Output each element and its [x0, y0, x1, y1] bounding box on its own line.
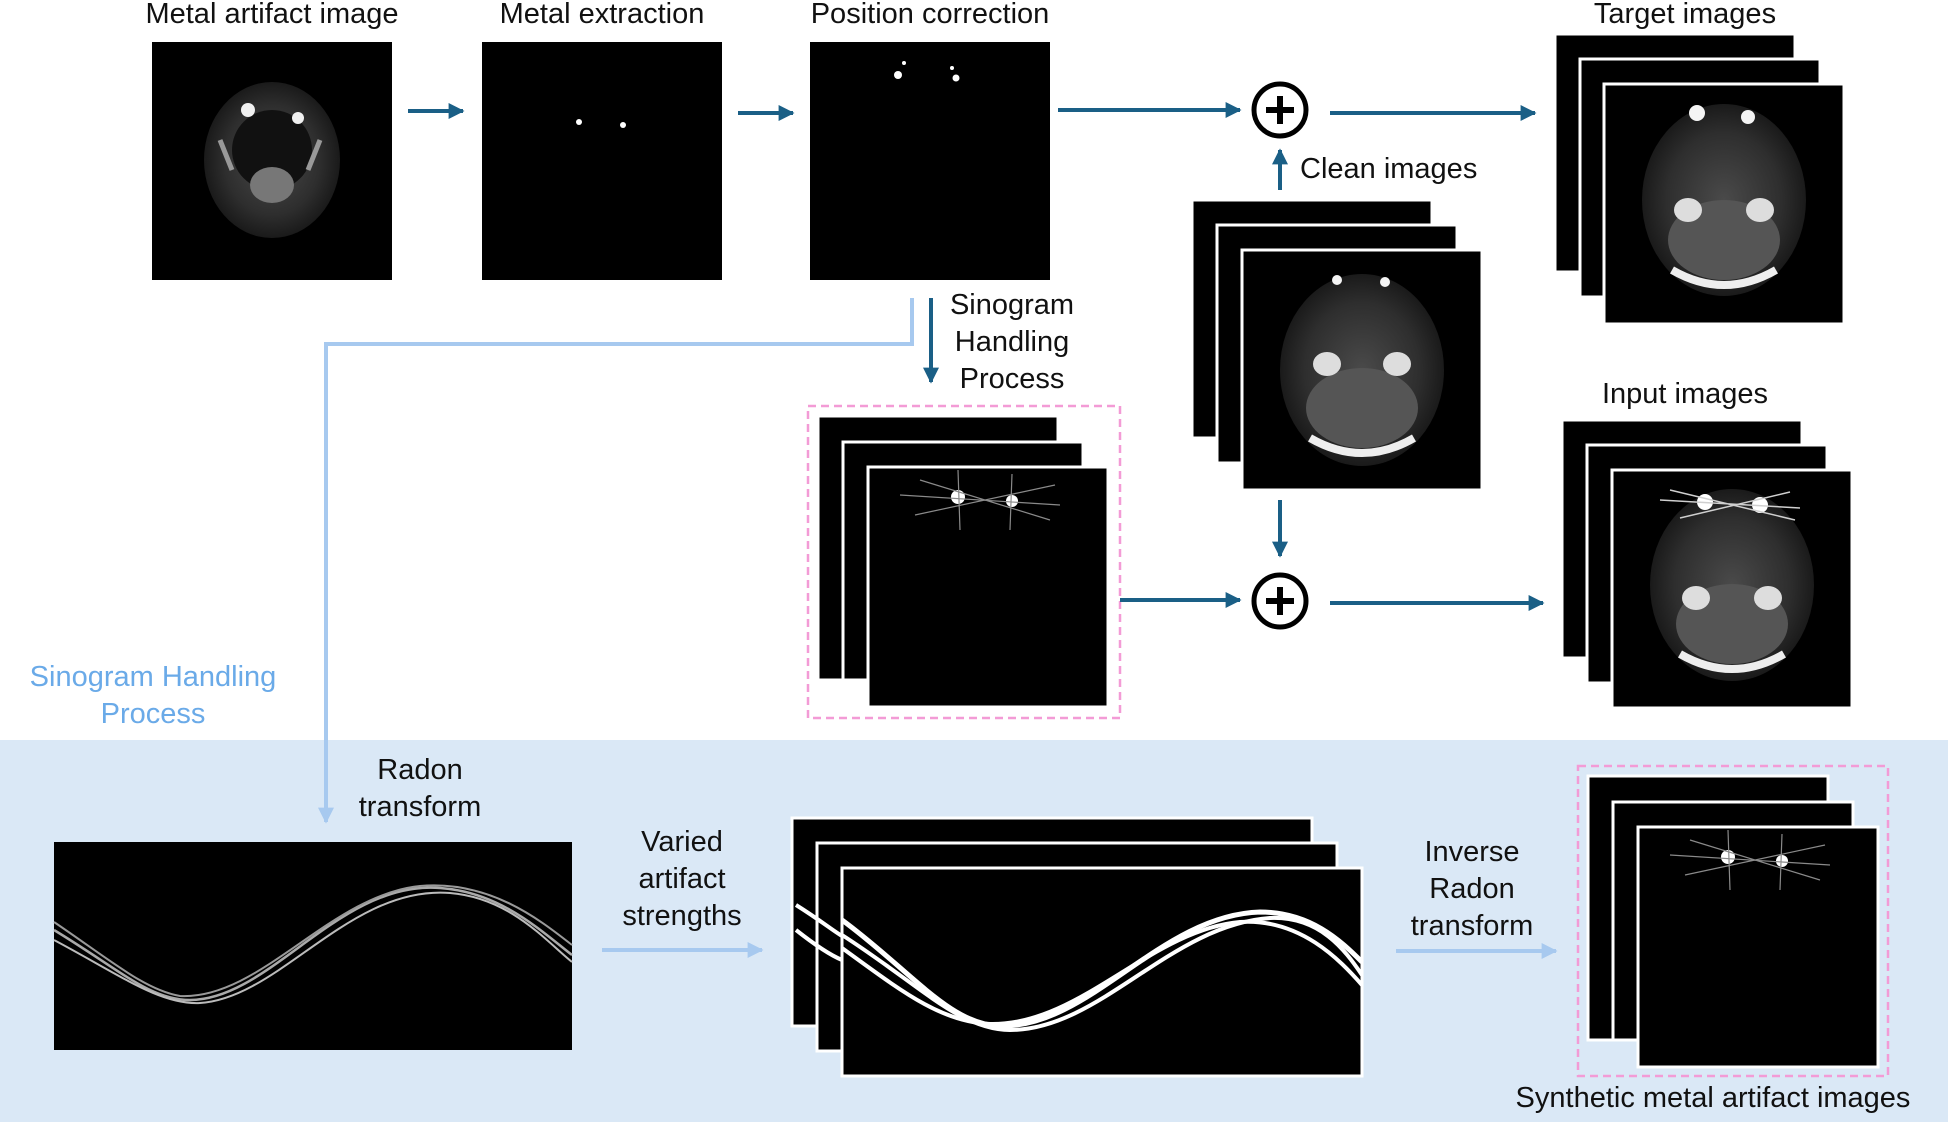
label-inverse-radon-transform: Inverse Radon transform — [1410, 836, 1534, 942]
label-input-images: Input images — [1601, 378, 1769, 410]
synthetic-images-stack — [1586, 774, 1880, 1069]
label-sinogram-handling-step: Sinogram Handling Process — [949, 289, 1075, 395]
target-images-stack — [1553, 32, 1846, 326]
label-position-correction: Position correction — [810, 0, 1050, 30]
clean-images-stack — [1190, 198, 1484, 492]
varied-sinogram-stack — [790, 816, 1364, 1078]
label-target-images: Target images — [1593, 0, 1777, 30]
synthetic-images-dashed-box — [1576, 764, 1890, 1078]
label-metal-artifact-image: Metal artifact image — [145, 0, 399, 30]
position-correction-image — [810, 42, 1050, 280]
metal-artifact-image — [152, 42, 392, 280]
dark-arrows — [408, 102, 1545, 611]
radon-sinogram-image — [53, 842, 573, 1050]
label-synthetic-metal-artifact-images: Synthetic metal artifact images — [1515, 1082, 1911, 1114]
artifact-images-stack — [816, 414, 1110, 709]
plus-icon-top — [1251, 81, 1309, 139]
label-sinogram-handling-section: Sinogram Handling Process — [29, 661, 277, 730]
label-radon-transform: Radon transform — [358, 754, 482, 823]
label-varied-artifact-strengths: Varied artifact strengths — [622, 826, 742, 932]
input-images-stack — [1560, 418, 1854, 710]
artifact-images-dashed-box — [806, 404, 1122, 720]
label-clean-images: Clean images — [1300, 153, 1478, 185]
label-metal-extraction: Metal extraction — [499, 0, 705, 30]
plus-icon-bottom — [1251, 572, 1309, 630]
light-arrows — [318, 298, 1558, 959]
metal-extraction-image — [482, 42, 722, 280]
